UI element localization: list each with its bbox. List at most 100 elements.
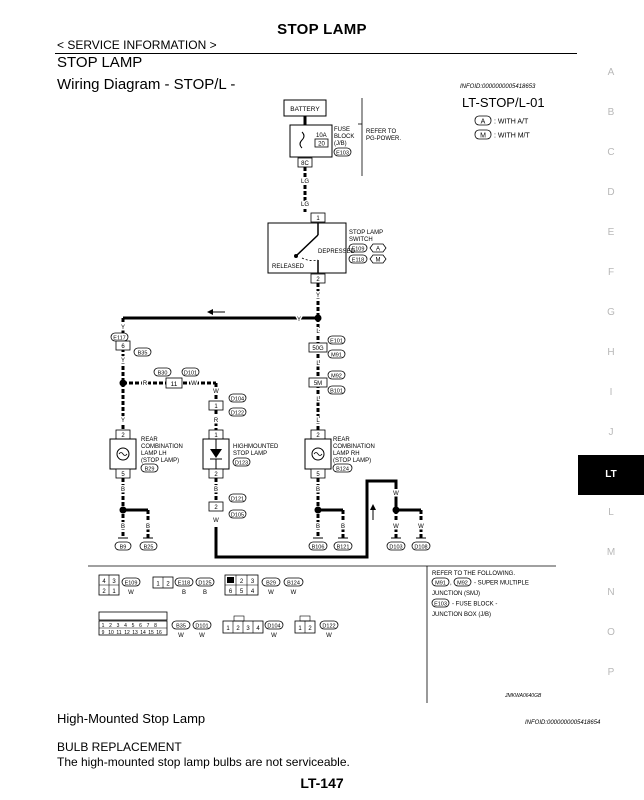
svg-text:W: W — [268, 590, 274, 596]
wiring-diagram: LT-STOP/L-01 A : WITH A/T M : WITH M/T B… — [88, 95, 556, 703]
svg-text:6: 6 — [229, 589, 233, 595]
svg-text:REAR: REAR — [333, 437, 350, 443]
svg-text:W: W — [271, 633, 277, 639]
svg-text:1: 1 — [112, 589, 116, 595]
svg-text:Y: Y — [121, 418, 125, 424]
svg-text:1: 1 — [316, 216, 320, 222]
svg-text:B: B — [214, 487, 218, 493]
diagram-code: LT-STOP/L-01 — [462, 95, 545, 110]
service-info-link[interactable]: < SERVICE INFORMATION > — [57, 38, 217, 52]
svg-text:M: M — [376, 258, 381, 264]
svg-text:L: L — [316, 397, 320, 403]
svg-text:B29: B29 — [145, 467, 155, 473]
sidebar-letter-n[interactable]: N — [607, 587, 615, 598]
svg-text:14: 14 — [140, 630, 146, 636]
svg-text:D101: D101 — [184, 371, 197, 377]
connector-e109: 4 3 2 1 E109 W — [98, 574, 141, 596]
svg-text:E118: E118 — [178, 581, 190, 587]
svg-text:2: 2 — [214, 505, 218, 511]
svg-text:STOP LAMP: STOP LAMP — [233, 451, 267, 457]
svg-text:4: 4 — [251, 589, 255, 595]
svg-text:D101: D101 — [195, 624, 208, 630]
svg-text:W: W — [213, 518, 219, 524]
svg-text:JUNCTION BOX (J/B): JUNCTION BOX (J/B) — [432, 612, 491, 618]
svg-text:2: 2 — [102, 589, 106, 595]
svg-text:W: W — [326, 633, 332, 639]
sidebar-letter-j[interactable]: J — [608, 427, 614, 438]
svg-text:12: 12 — [124, 630, 130, 636]
svg-text:50G: 50G — [312, 346, 324, 352]
svg-text:(J/B): (J/B) — [334, 141, 347, 147]
sidebar-letter-l[interactable]: L — [608, 507, 614, 518]
sidebar-letter-c[interactable]: C — [607, 147, 615, 158]
fuse-icon — [299, 131, 305, 149]
svg-text:4: 4 — [124, 623, 127, 629]
bulb-replacement-title: BULB REPLACEMENT — [57, 740, 182, 754]
svg-text:COMBINATION: COMBINATION — [333, 444, 375, 450]
sidebar-letter-p[interactable]: P — [607, 667, 615, 678]
svg-text:RELEASED: RELEASED — [272, 264, 305, 270]
sidebar-letter-d[interactable]: D — [607, 187, 615, 198]
svg-text:D122: D122 — [322, 624, 335, 630]
svg-text:9: 9 — [102, 630, 105, 636]
svg-text:B: B — [146, 524, 150, 530]
svg-text:1: 1 — [102, 623, 105, 629]
svg-text:B25: B25 — [144, 545, 154, 551]
svg-text:D121: D121 — [231, 497, 244, 503]
svg-text:5: 5 — [240, 589, 244, 595]
svg-text:D123: D123 — [235, 461, 248, 467]
svg-text:LAMP LH: LAMP LH — [141, 451, 167, 457]
svg-text:B106: B106 — [312, 545, 325, 551]
svg-text:M92: M92 — [457, 581, 468, 587]
svg-text:W: W — [178, 633, 184, 639]
svg-text:D105: D105 — [231, 513, 244, 519]
svg-text:Y: Y — [121, 325, 125, 331]
svg-text:BLOCK: BLOCK — [334, 134, 354, 140]
sidebar-letter-lt[interactable]: LT — [578, 455, 644, 495]
svg-text:B: B — [316, 524, 320, 530]
svg-text:W: W — [191, 381, 197, 387]
svg-text:B: B — [182, 590, 186, 596]
sidebar-letter-a[interactable]: A — [607, 67, 615, 78]
diagram-title: Wiring Diagram - STOP/L - — [57, 76, 236, 93]
svg-text:B: B — [121, 524, 125, 530]
svg-text:B: B — [121, 487, 125, 493]
section-index-sidebar: A B C D E F G H I J LT L M N O P — [578, 55, 644, 782]
svg-text:13: 13 — [132, 630, 138, 636]
page-header-title: STOP LAMP — [277, 21, 367, 38]
connector-b29: 2 3 6 5 4 B29 W B124 W — [224, 574, 304, 596]
svg-text:10A: 10A — [316, 133, 327, 139]
svg-text:3: 3 — [246, 626, 250, 632]
sidebar-letter-f[interactable]: F — [607, 267, 615, 278]
info-id-2: INFOID:0000000005418654 — [525, 720, 601, 726]
sidebar-letter-i[interactable]: I — [609, 387, 613, 398]
svg-text:W: W — [393, 524, 399, 530]
svg-text:1: 1 — [214, 404, 218, 410]
svg-text:D103: D103 — [389, 545, 402, 551]
sidebar-letter-g[interactable]: G — [607, 307, 615, 318]
svg-text:3: 3 — [112, 579, 116, 585]
sidebar-letter-h[interactable]: H — [607, 347, 615, 358]
svg-text:11: 11 — [171, 381, 178, 388]
sidebar-letter-o[interactable]: O — [607, 627, 615, 638]
connector-d122: 1 2 D122 W — [294, 615, 339, 639]
svg-text:B101: B101 — [330, 389, 343, 395]
svg-text:REAR: REAR — [141, 437, 158, 443]
svg-text:2: 2 — [308, 626, 312, 632]
svg-text:5M: 5M — [314, 381, 322, 387]
svg-text:W: W — [128, 590, 134, 596]
sidebar-letter-m[interactable]: M — [606, 547, 616, 558]
svg-text:W: W — [199, 633, 205, 639]
svg-text:JUNCTION (SMJ): JUNCTION (SMJ) — [432, 591, 480, 597]
svg-text:SWITCH: SWITCH — [349, 237, 373, 243]
legend-key-m: M — [480, 133, 486, 140]
bulb-replacement-text: The high-mounted stop lamp bulbs are not… — [57, 755, 350, 769]
svg-text:W: W — [418, 524, 424, 530]
svg-text:L: L — [316, 418, 320, 424]
svg-text:M92: M92 — [331, 374, 342, 380]
sidebar-letter-b[interactable]: B — [607, 107, 615, 118]
svg-text:W: W — [291, 590, 297, 596]
svg-text:8C: 8C — [301, 161, 309, 167]
svg-text:PG-POWER.: PG-POWER. — [366, 136, 401, 142]
sidebar-letter-e[interactable]: E — [607, 227, 615, 238]
